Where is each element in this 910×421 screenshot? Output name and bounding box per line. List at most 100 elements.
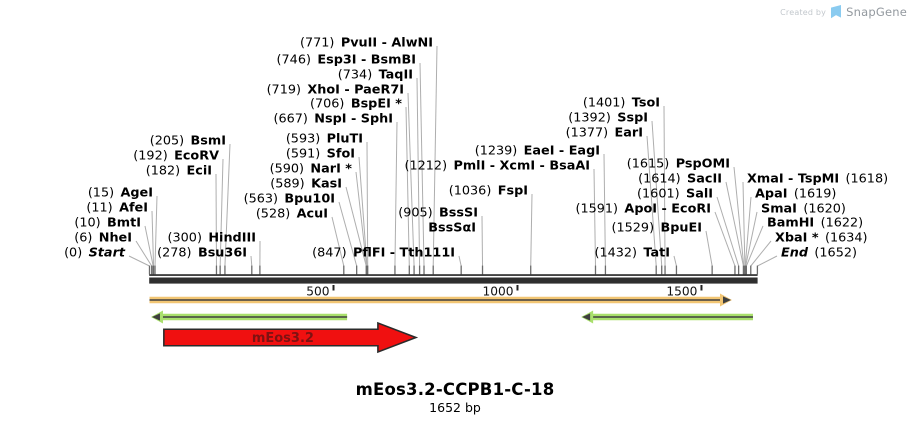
site-position: (6)	[74, 231, 99, 246]
map-length: 1652 bp	[429, 400, 481, 415]
leader-line	[366, 141, 369, 267]
primer-arrow-left-head-core	[151, 313, 160, 321]
title-block: mEos3.2-CCPB1-C-18 1652 bp	[0, 380, 910, 415]
site-position: (1622)	[814, 216, 863, 231]
site-name: ApaI	[755, 187, 787, 202]
leader-line	[219, 158, 224, 267]
site-position: (667)	[273, 112, 314, 127]
site-name: EaeI - EagI	[524, 144, 600, 159]
site-position: (300)	[168, 231, 209, 246]
ruler-label: 500	[306, 285, 329, 299]
leader-line	[725, 181, 744, 267]
site-position: (182)	[146, 164, 187, 179]
site-name: EarI	[615, 126, 643, 141]
site-label-bsssi: (905) BssSI	[398, 206, 478, 221]
site-position: (1591)	[575, 202, 624, 217]
leader-line	[128, 255, 150, 267]
site-position: (1634)	[819, 231, 868, 246]
site-label-end: End (1652)	[781, 246, 857, 261]
site-label-bpu10i: (563) Bpu10I	[244, 192, 335, 207]
site-name: PluTI	[327, 132, 363, 147]
site-name: FspI	[498, 184, 528, 199]
site-name: PmlI - XcmI - BsaAI	[453, 159, 590, 174]
site-position: (734)	[338, 68, 379, 83]
leader-line	[745, 225, 764, 267]
leader-line	[646, 135, 657, 267]
site-position: (563)	[244, 192, 285, 207]
site-name: BmtI	[107, 216, 141, 231]
site-name: XmaI - TspMI	[747, 172, 839, 187]
site-name: PspOMI	[676, 157, 730, 172]
leader-line	[135, 240, 153, 267]
site-label-esp3ibsmbi: (746) Esp3I - BsmBI	[277, 53, 416, 68]
site-label-taqii: (734) TaqII	[338, 68, 413, 83]
site-position: (1652)	[808, 246, 857, 261]
leader-line	[651, 120, 663, 267]
site-label-smai: SmaI (1620)	[761, 202, 846, 217]
watermark-brand-text: SnapGene	[846, 5, 907, 19]
site-name: XbaI *	[775, 231, 819, 246]
site-position: (278)	[157, 246, 198, 261]
leader-line	[144, 225, 154, 267]
site-label-bpuei: (1529) BpuEI	[612, 221, 702, 236]
site-position: (589)	[270, 177, 311, 192]
site-position: (847)	[312, 246, 353, 261]
site-label-apoiecori: (1591) ApoI - EcoRI	[575, 202, 711, 217]
leader-line	[742, 181, 746, 267]
site-label-eari: (1377) EarI	[566, 126, 643, 141]
site-label-pluti: (593) PluTI	[286, 132, 363, 147]
site-label-agei: (15) AgeI	[88, 186, 153, 201]
site-name: BssSI	[439, 206, 478, 221]
leader-line	[419, 62, 425, 267]
site-name: TsoI	[632, 96, 660, 111]
site-name: NheI	[99, 231, 132, 246]
site-name: XhoI - PaeR7I	[307, 83, 404, 98]
site-label-pflfitth111i: (847) PflFI - Tth111I	[312, 246, 455, 261]
site-label-hindiii: (300) HindIII	[168, 231, 256, 246]
site-label-acui: (528) AcuI	[256, 207, 328, 222]
site-name: BspEI *	[351, 97, 402, 112]
site-name: BpuEI	[660, 221, 702, 236]
site-position: (1392)	[568, 111, 617, 126]
site-name: ApoI - EcoRI	[624, 202, 711, 217]
site-position: (1619)	[787, 187, 836, 202]
site-label-tati: (1432) TatI	[594, 246, 670, 261]
leader-line	[355, 171, 368, 267]
site-label-eaeieagi: (1239) EaeI - EagI	[475, 144, 600, 159]
watermark: Created by SnapGene	[780, 5, 907, 19]
site-name: TaqII	[379, 68, 413, 83]
feature-meos32-arrow	[163, 321, 419, 354]
site-name: SmaI	[761, 202, 797, 217]
site-name: Bsu36I	[198, 246, 247, 261]
ruler-label: 1500	[666, 285, 697, 299]
site-position: (1239)	[475, 144, 524, 159]
leader-line	[663, 105, 666, 267]
site-label-bsssi-line2: BssSαI	[428, 221, 476, 236]
primer-arrow-right-head-core	[582, 313, 591, 321]
site-name: SacII	[687, 172, 722, 187]
site-position: (746)	[277, 53, 318, 68]
site-name: BamHI	[767, 216, 814, 231]
site-name: AcuI	[297, 207, 328, 222]
site-label-bsmi: (205) BsmI	[150, 134, 226, 149]
leader-line	[338, 201, 358, 267]
site-name: SspI	[617, 111, 648, 126]
site-label-ecii: (182) EciI	[146, 164, 212, 179]
site-label-apai: ApaI (1619)	[755, 187, 836, 202]
site-name: AgeI	[120, 186, 153, 201]
site-position: (706)	[310, 97, 351, 112]
site-label-bmti: (10) BmtI	[74, 216, 141, 231]
site-position: (1432)	[594, 246, 643, 261]
site-position: (528)	[256, 207, 297, 222]
leader-line	[154, 195, 158, 267]
leader-line	[673, 255, 677, 267]
site-position: (10)	[74, 216, 107, 231]
site-position: (591)	[286, 147, 327, 162]
site-label-nhei: (6) NheI	[74, 231, 132, 246]
site-label-bamhi: BamHI (1622)	[767, 216, 863, 231]
site-position: (1601)	[637, 187, 686, 202]
site-label-xmaitspmi: XmaI - TspMI (1618)	[747, 172, 888, 187]
span-arrow-orange-head-core	[723, 296, 732, 304]
